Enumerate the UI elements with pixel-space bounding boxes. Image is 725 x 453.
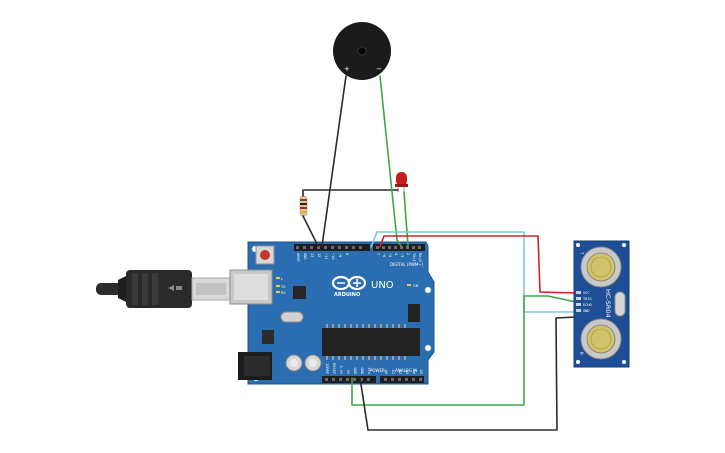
pin-label: A5 (419, 370, 423, 374)
atmega-chip (322, 328, 420, 356)
digital-pin-label: ~3 (400, 253, 404, 257)
analog-header-label: ANALOG IN (395, 368, 417, 373)
sensor-crystal (614, 291, 626, 317)
voltage-regulator (262, 330, 274, 344)
wire-resistor-led[interactable] (302, 189, 399, 197)
arduino-logo-text: ARDUINO (334, 292, 360, 298)
usb-chip (293, 286, 306, 299)
sensor-mark-bottom: R (579, 352, 584, 355)
arduino-infinity-logo-icon (331, 275, 367, 291)
pin-label: A1 (391, 370, 395, 374)
wire-trig[interactable] (370, 231, 576, 313)
digital-pin-label: 7 (376, 253, 380, 255)
digital-pin-label: ~9 (338, 253, 342, 257)
wire-5v-echo[interactable] (351, 295, 577, 406)
buzzer-hole (357, 46, 367, 56)
led-body (396, 172, 407, 186)
on-label: ON (413, 284, 419, 288)
power-header-label: POWER (370, 368, 385, 373)
pin-label: GND (353, 368, 357, 375)
piezo-buzzer[interactable]: + − (333, 22, 391, 80)
pin-label: GND (360, 368, 364, 375)
wire-resistor-gnd[interactable] (302, 215, 319, 247)
digital-pin-label: 2 (406, 253, 410, 255)
sensor-pin-labels: VCC TRIG ECHO GND (583, 291, 592, 313)
pin-label: Vin (367, 368, 371, 375)
pin-label: RESET (332, 363, 336, 375)
crystal-oscillator (280, 311, 304, 323)
led-tx-indicator (276, 285, 280, 287)
sensor-pin-label: TRIG (583, 297, 592, 301)
sensor-pin-label: VCC (583, 291, 590, 295)
digital-pin-label: ~5 (388, 253, 392, 257)
usb-symbol-icon (168, 285, 182, 291)
digital-pin-label: 13 (310, 253, 314, 257)
pin-label: A2 (398, 370, 402, 374)
sensor-pin-label: GND (583, 309, 590, 313)
wire-buzzer-signal[interactable] (379, 75, 402, 247)
led-on-indicator (407, 284, 411, 286)
digital-pin-label: 12 (317, 253, 321, 257)
wire-vcc[interactable] (379, 235, 577, 294)
red-led[interactable] (395, 172, 408, 192)
buzzer-minus-label: − (376, 65, 382, 73)
wire-buzzer-gnd[interactable] (321, 75, 347, 247)
digital-pin-label: TX▸1 (412, 253, 416, 262)
led-rx-indicator (276, 291, 280, 293)
wire-sensor-gnd[interactable] (359, 316, 577, 431)
sensor-mark-top: T (579, 251, 584, 255)
reset-button-cap[interactable] (260, 250, 270, 260)
digital-pin-label: GND (303, 253, 307, 260)
l-label: L (281, 277, 283, 281)
pin-label: A4 (412, 370, 416, 374)
digital-pin-label: ~10 (331, 253, 335, 260)
buzzer-plus-label: + (344, 65, 350, 73)
pin-label: IOREF (325, 363, 329, 374)
usb-cable (96, 270, 231, 308)
digital-header-label: DIGITAL (PWM~) (390, 262, 424, 267)
resistor[interactable] (299, 195, 308, 217)
digital-header-right[interactable] (373, 244, 425, 251)
digital-pin-label: 8 (345, 253, 349, 255)
tx-label: TX (280, 285, 286, 289)
pin-label: A0 (384, 370, 388, 374)
hc-sr04-sensor[interactable]: VCC TRIG ECHO GND HC-SR04 T R (573, 240, 630, 368)
rx-label: RX (281, 291, 286, 295)
digital-pin-label: ~6 (382, 253, 386, 257)
analog-header[interactable] (380, 376, 424, 383)
pin-label: A3 (405, 370, 409, 374)
pin-label: 3.3V (339, 365, 343, 374)
sensor-model-label: HC-SR04 (604, 289, 612, 318)
digital-pin-label: 4 (394, 253, 398, 255)
digital-pin-label: RX◂0 (418, 253, 422, 262)
led-l-indicator (276, 277, 280, 279)
pin-label: 5V (346, 370, 350, 375)
digital-pin-label: ~11 (324, 253, 328, 260)
wire-led-signal[interactable] (403, 191, 409, 247)
wires (302, 75, 577, 431)
digital-pin-label: AREF (296, 253, 300, 262)
uno-model-text: UNO (371, 280, 394, 291)
sensor-pin-label: ECHO (583, 303, 592, 307)
